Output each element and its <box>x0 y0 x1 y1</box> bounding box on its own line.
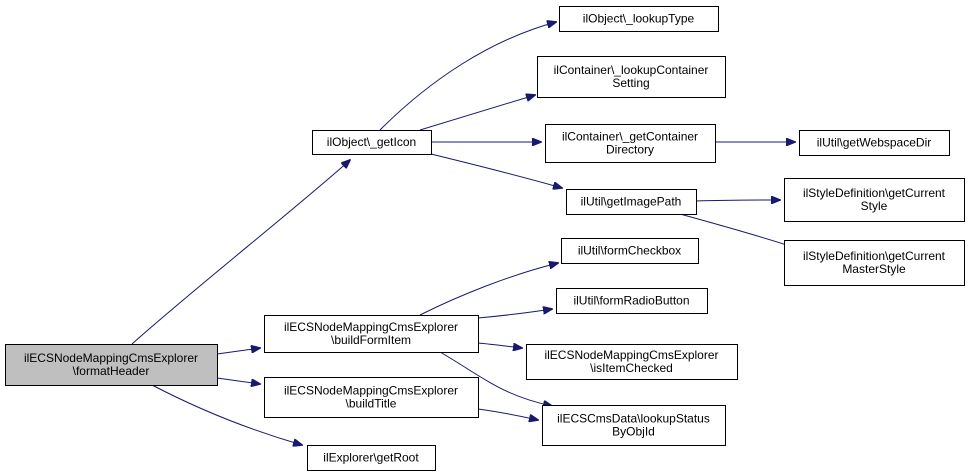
edge-getIcon-to-lookupType <box>379 22 556 131</box>
node-formRadioButton[interactable]: ilUtil\formRadioButton <box>556 288 708 314</box>
node-label-line: ilECSCmsData\lookupStatus <box>557 412 710 426</box>
edge-buildFormItem-to-formCheckbox <box>419 263 558 316</box>
node-label-line: ilUtil\formRadioButton <box>573 294 689 308</box>
node-label-line: ilContainer\_getContainer <box>562 130 698 144</box>
node-label-line: Directory <box>606 143 654 157</box>
node-label-line: Setting <box>612 76 649 90</box>
node-box[interactable] <box>545 124 716 163</box>
node-label-line: ilStyleDefinition\getCurrent <box>803 186 946 200</box>
nodes-layer: ilECSNodeMappingCmsExplorer\formatHeader… <box>5 6 965 471</box>
node-label-line: \buildTitle <box>346 397 397 411</box>
node-formatHeader[interactable]: ilECSNodeMappingCmsExplorer\formatHeader <box>5 344 218 386</box>
node-box[interactable] <box>5 344 218 386</box>
node-getWebspaceDir[interactable]: ilUtil\getWebspaceDir <box>799 130 950 156</box>
node-label-line: Style <box>861 199 888 213</box>
node-buildTitle[interactable]: ilECSNodeMappingCmsExplorer\buildTitle <box>264 377 479 418</box>
node-label-line: ilUtil\getImagePath <box>581 195 682 209</box>
node-label-line: ilECSNodeMappingCmsExplorer <box>284 384 458 398</box>
node-label-line: MasterStyle <box>842 262 906 276</box>
node-box[interactable] <box>556 288 708 314</box>
node-isItemChecked[interactable]: ilECSNodeMappingCmsExplorer\isItemChecke… <box>526 344 738 380</box>
edge-getIcon-to-getImagePath <box>430 153 562 188</box>
node-box[interactable] <box>561 238 699 264</box>
edge-getIcon-to-lookupContainerSetting <box>419 95 535 131</box>
node-box[interactable] <box>264 315 479 353</box>
edges-layer <box>131 22 796 445</box>
node-label-line: \formatHeader <box>73 364 150 378</box>
node-buildFormItem[interactable]: ilECSNodeMappingCmsExplorer\buildFormIte… <box>264 315 479 353</box>
node-box[interactable] <box>566 189 697 215</box>
node-getRoot[interactable]: ilExplorer\getRoot <box>307 445 436 471</box>
node-box[interactable] <box>312 130 432 155</box>
edge-buildFormItem-to-formRadioButton <box>477 309 552 319</box>
node-label-line: ilObject\_getIcon <box>327 135 416 149</box>
node-getIcon[interactable]: ilObject\_getIcon <box>312 130 432 155</box>
edge-formatHeader-to-getIcon <box>131 160 350 345</box>
node-getImagePath[interactable]: ilUtil\getImagePath <box>566 189 697 215</box>
node-label-line: ilECSNodeMappingCmsExplorer <box>544 348 718 362</box>
node-lookupType[interactable]: ilObject\_lookupType <box>559 6 719 32</box>
node-label-line: ByObjId <box>612 425 655 439</box>
edge-getImagePath-to-getCurrentStyle <box>695 200 780 201</box>
node-label-line: \isItemChecked <box>590 361 673 375</box>
node-label-line: ilUtil\formCheckbox <box>578 244 681 258</box>
node-box[interactable] <box>526 344 738 380</box>
node-box[interactable] <box>799 130 950 156</box>
node-label-line: ilUtil\getWebspaceDir <box>817 136 932 150</box>
edge-formatHeader-to-buildFormItem <box>216 348 260 355</box>
node-label-line: \buildFormItem <box>331 333 411 347</box>
node-box[interactable] <box>307 445 436 471</box>
node-formCheckbox[interactable]: ilUtil\formCheckbox <box>561 238 699 264</box>
node-label-line: ilStyleDefinition\getCurrent <box>803 249 946 263</box>
edge-buildTitle-to-lookupStatusByObjId <box>477 408 538 420</box>
node-box[interactable] <box>537 56 726 98</box>
node-box[interactable] <box>784 178 965 222</box>
node-label-line: ilECSNodeMappingCmsExplorer <box>284 320 458 334</box>
node-box[interactable] <box>542 405 726 446</box>
node-label-line: ilContainer\_lookupContainer <box>554 63 709 77</box>
node-box[interactable] <box>264 377 479 418</box>
node-box[interactable] <box>559 6 719 32</box>
node-label-line: ilObject\_lookupType <box>583 12 695 26</box>
edge-formatHeader-to-getRoot <box>151 384 302 445</box>
edge-buildFormItem-to-lookupStatusByObjId <box>439 351 552 406</box>
edge-buildFormItem-to-isItemChecked <box>477 342 522 348</box>
edge-formatHeader-to-buildTitle <box>216 377 260 384</box>
node-label-line: ilECSNodeMappingCmsExplorer <box>24 351 198 365</box>
node-box[interactable] <box>784 240 965 286</box>
node-label-line: ilExplorer\getRoot <box>323 451 419 465</box>
